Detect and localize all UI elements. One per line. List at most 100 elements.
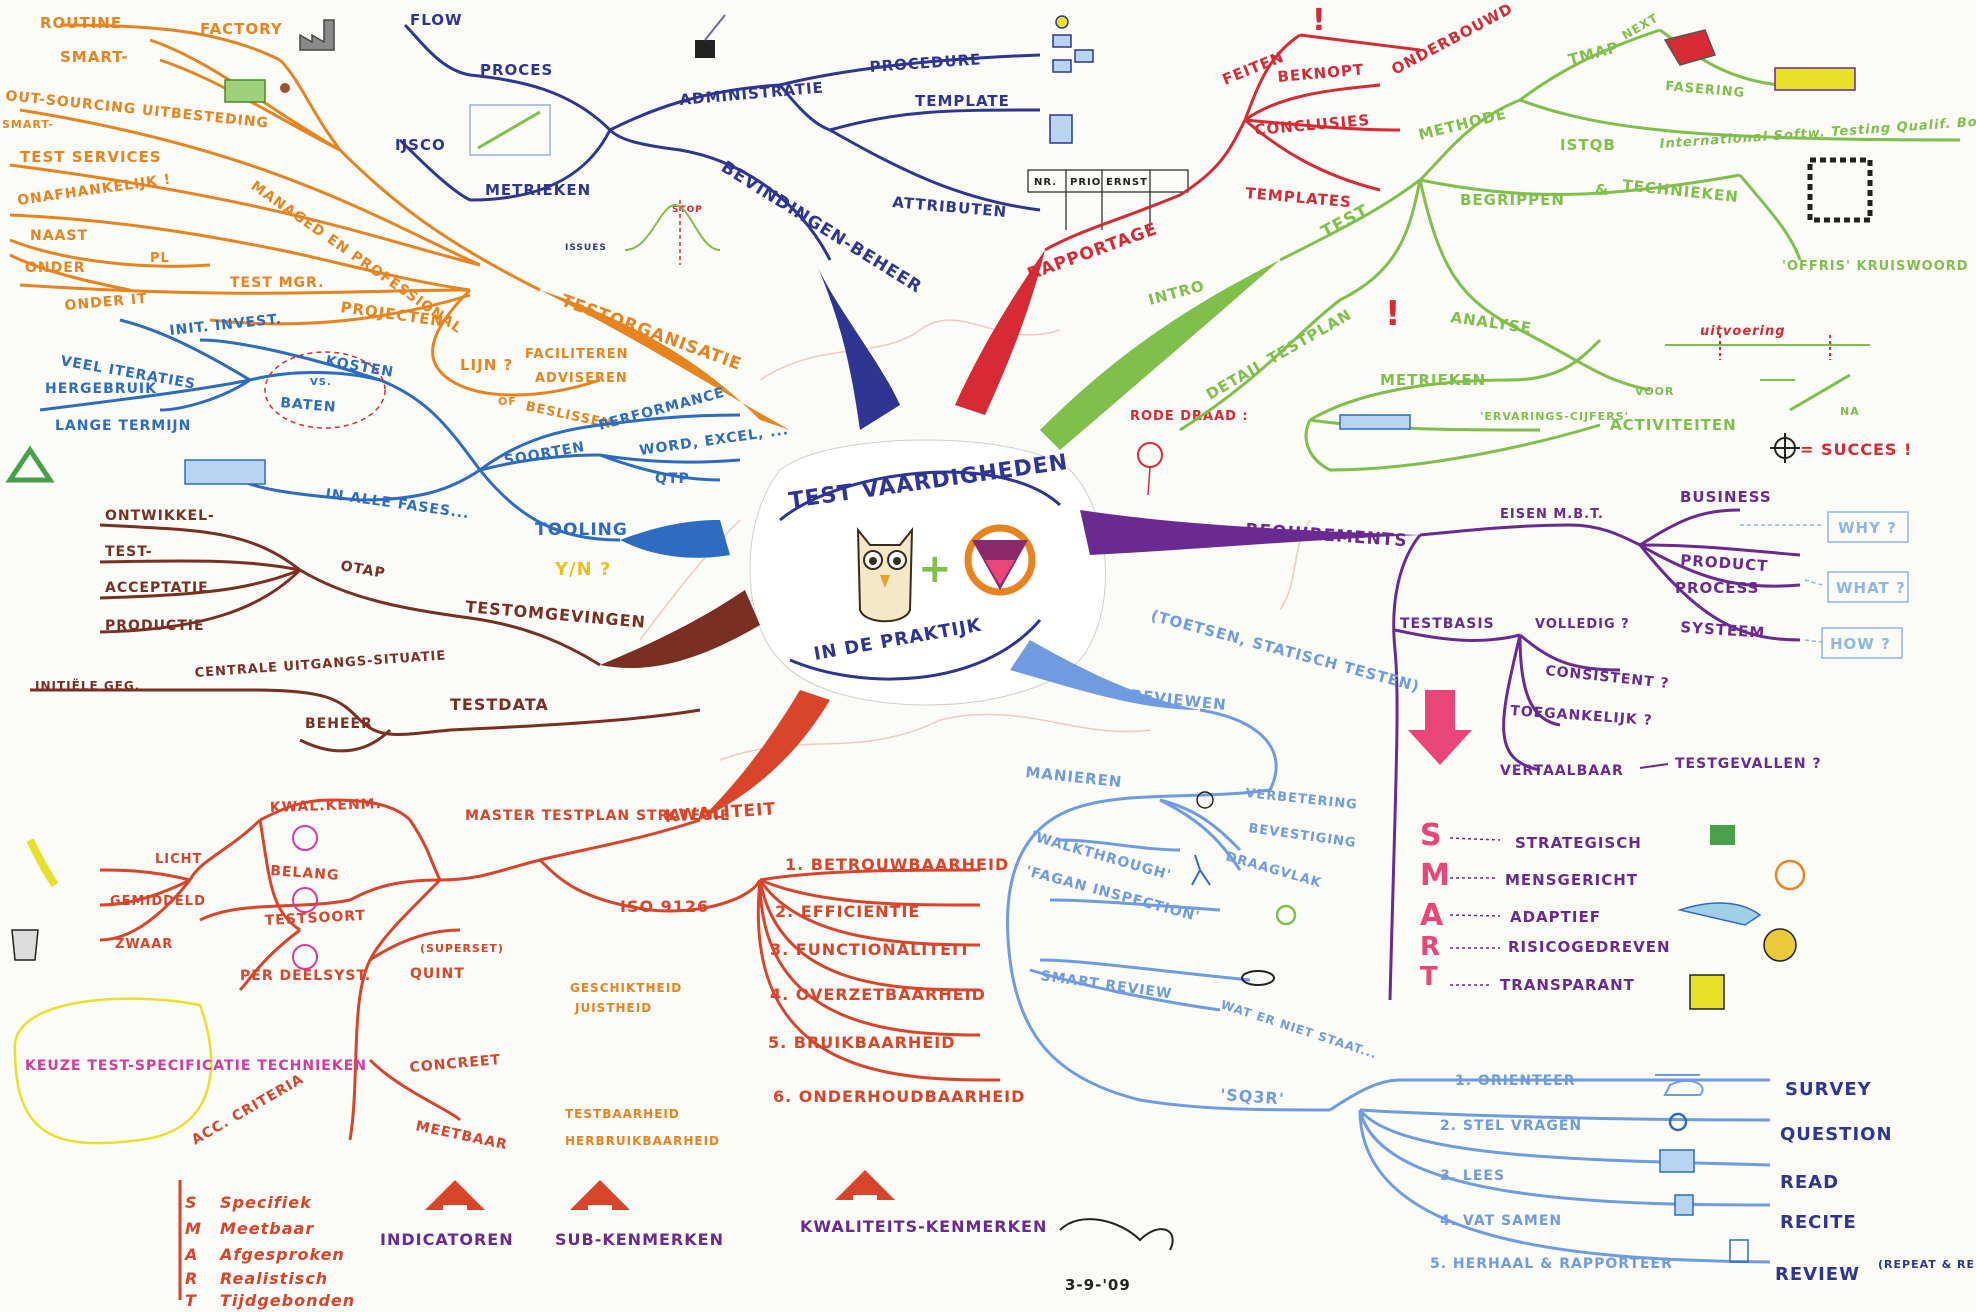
svg-text:GESCHIKTHEID: GESCHIKTHEID (570, 981, 682, 995)
svg-text:INDICATOREN: INDICATOREN (380, 1230, 514, 1249)
svg-text:EISEN M.B.T.: EISEN M.B.T. (1500, 507, 1604, 522)
svg-text:ERNST: ERNST (1106, 177, 1148, 188)
svg-text:ACTIVITEITEN: ACTIVITEITEN (1610, 416, 1737, 434)
svg-text:NR.: NR. (1034, 177, 1057, 188)
svg-text:SMART-: SMART- (2, 118, 54, 131)
svg-text:CONSISTENT ?: CONSISTENT ? (1545, 663, 1671, 692)
svg-text:ADAPTIEF: ADAPTIEF (1510, 908, 1601, 926)
svg-text:RISICOGEDREVEN: RISICOGEDREVEN (1508, 938, 1671, 956)
fasering-grid-icon (1774, 67, 1856, 91)
svg-text:'FAGAN INSPECTION': 'FAGAN INSPECTION' (1024, 863, 1202, 925)
svg-text:TEST-: TEST- (105, 544, 153, 560)
svg-text:1. ORIENTEER: 1. ORIENTEER (1455, 1073, 1576, 1089)
svg-text:VOLLEDIG ?: VOLLEDIG ? (1535, 617, 1630, 632)
svg-text:CENTRALE UITGANGS-SITUATIE: CENTRALE UITGANGS-SITUATIE (194, 648, 447, 681)
svg-text:READ: READ (1780, 1172, 1839, 1193)
svg-text:(TOETSEN, STATISCH TESTEN): (TOETSEN, STATISCH TESTEN) (1149, 606, 1422, 695)
svg-text:KWALITEITS-KENMERKEN: KWALITEITS-KENMERKEN (800, 1217, 1047, 1236)
svg-text:TECHNIEKEN: TECHNIEKEN (1622, 176, 1740, 206)
svg-text:STRATEGISCH: STRATEGISCH (1515, 834, 1642, 852)
svg-text:TEST MGR.: TEST MGR. (230, 275, 324, 291)
svg-text:Y/N ?: Y/N ? (554, 559, 611, 580)
svg-text:NA: NA (1840, 405, 1860, 418)
report-icon (1729, 1239, 1749, 1263)
balloon-icon (1137, 442, 1163, 496)
svg-text:ACCEPTATIE: ACCEPTATIE (105, 580, 209, 596)
svg-text:TESTGEVALLEN ?: TESTGEVALLEN ? (1675, 756, 1822, 772)
svg-text:ONTWIKKEL-: ONTWIKKEL- (105, 508, 215, 524)
svg-text:METRIEKEN: METRIEKEN (485, 181, 591, 199)
svg-text:TOEGANKELIJK ?: TOEGANKELIJK ? (1510, 703, 1653, 729)
document-icon (1049, 114, 1073, 144)
tmap-logo-icon (964, 524, 1036, 596)
walking-person-icon (1191, 854, 1211, 886)
smart-tmap-list: S STRATEGISCH M MENSGERICHT A ADAPTIEF R… (1420, 818, 1671, 994)
svg-text:VS.: VS. (310, 377, 332, 388)
svg-text:(REPEAT & REPORT): (REPEAT & REPORT) (1878, 1258, 1976, 1271)
svg-text:ONDER: ONDER (25, 260, 86, 276)
ruler-icon (1339, 414, 1411, 430)
smiley-face-icon (1774, 859, 1806, 891)
plus-icon: + (918, 546, 953, 592)
question-mark-icon (1668, 1112, 1688, 1132)
svg-text:3. LEES: 3. LEES (1440, 1168, 1505, 1184)
svg-text:ONDER IT: ONDER IT (64, 291, 148, 314)
svg-text:BELANG: BELANG (270, 863, 340, 884)
svg-text:uitvoering: uitvoering (1700, 324, 1786, 339)
svg-text:ISO 9126: ISO 9126 (620, 897, 709, 916)
svg-text:FASERING: FASERING (1665, 79, 1746, 101)
svg-text:2. STEL VRAGEN: 2. STEL VRAGEN (1440, 1118, 1582, 1134)
svg-text:BEHEER: BEHEER (305, 716, 373, 732)
purple-labels: REQUIREMENTS EISEN M.B.T. BUSINESS PRODU… (1245, 488, 1822, 779)
timeline-icon (1665, 335, 1870, 412)
svg-text:MEETBAAR: MEETBAAR (414, 1118, 509, 1153)
svg-text:HERBRUIKBAARHEID: HERBRUIKBAARHEID (565, 1134, 720, 1148)
svg-text:WAT ER NIET STAAT...: WAT ER NIET STAAT... (1219, 998, 1379, 1062)
svg-text:BEKNOPT: BEKNOPT (1277, 60, 1365, 86)
svg-text:M: M (185, 1219, 202, 1238)
svg-text:ZWAAR: ZWAAR (115, 937, 173, 952)
svg-text:MANIEREN: MANIEREN (1025, 763, 1124, 791)
bell-curve-icon (624, 200, 721, 265)
svg-text:TESTDATA: TESTDATA (450, 695, 549, 714)
svg-text:FACILITEREN: FACILITEREN (525, 347, 628, 362)
branch-requirements (1388, 508, 1801, 1001)
svg-text:INIT. INVEST.: INIT. INVEST. (169, 311, 283, 339)
arrow-icon (1639, 763, 1669, 769)
svg-text:M: M (1420, 858, 1451, 893)
svg-text:QUINT: QUINT (410, 966, 465, 982)
svg-text:MENSGERICHT: MENSGERICHT (1505, 871, 1638, 889)
svg-text:BATEN: BATEN (280, 395, 337, 416)
svg-text:&: & (1595, 181, 1609, 199)
svg-text:KWAL.KENM.: KWAL.KENM. (270, 796, 383, 816)
phases-grid-icon (184, 459, 266, 485)
svg-text:R: R (185, 1269, 198, 1288)
lizard-icon (1677, 902, 1762, 926)
signature: 3-9-'09 (1059, 1218, 1174, 1294)
svg-text:HOW ?: HOW ? (1830, 635, 1891, 653)
transparent-window-icon (1689, 974, 1725, 1010)
svg-text:T: T (1420, 962, 1439, 992)
svg-text:PERFORMANCE: PERFORMANCE (597, 385, 727, 434)
svg-text:INTRO: INTRO (1146, 277, 1206, 309)
svg-text:ADMINISTRATIE: ADMINISTRATIE (679, 78, 825, 109)
eye-icon (1241, 970, 1275, 986)
book-icon (1659, 1149, 1695, 1173)
svg-text:METRIEKEN: METRIEKEN (1380, 371, 1486, 389)
svg-text:ONDERBOUWD: ONDERBOUWD (1388, 0, 1516, 79)
branch-bevindingen (398, 23, 1041, 261)
svg-text:SURVEY: SURVEY (1785, 1079, 1872, 1100)
svg-text:'SQ3R': 'SQ3R' (1220, 1085, 1286, 1108)
svg-text:1. BETROUWBAARHEID: 1. BETROUWBAARHEID (785, 855, 1009, 874)
owl-icon (856, 527, 914, 623)
svg-text:WHAT ?: WHAT ? (1836, 579, 1906, 597)
svg-text:IJSCO: IJSCO (395, 136, 446, 154)
sq3r-words: SURVEY QUESTION READ RECITE REVIEW (REPE… (1775, 1079, 1976, 1285)
why-what-how-text: WHY ? WHAT ? HOW ? (1830, 519, 1906, 653)
branch-rapportage (1044, 33, 1421, 252)
svg-text:PL: PL (150, 251, 170, 266)
plus-circle-icons (292, 825, 318, 970)
svg-text:SOORTEN: SOORTEN (503, 439, 586, 469)
kosten-baten-circle (264, 351, 386, 429)
chess-rook-icon (1710, 825, 1735, 845)
